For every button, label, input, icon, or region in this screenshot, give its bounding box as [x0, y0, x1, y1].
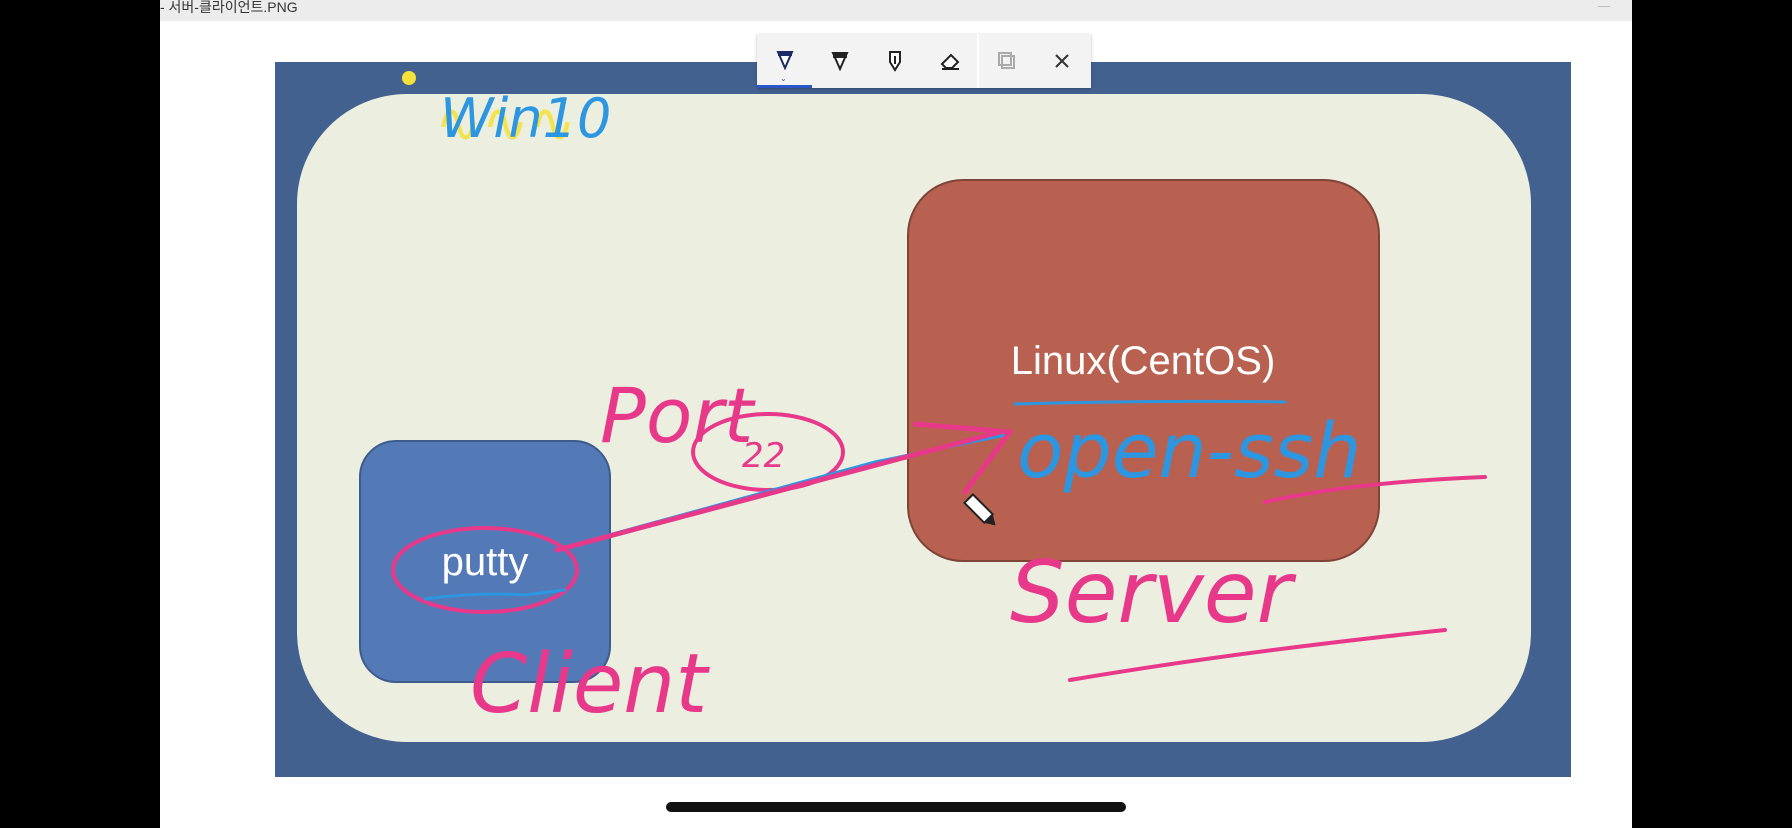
diagram-image: putty Linux(CentOS) ∿∿∿ Win10 Port 22 op…: [297, 71, 1531, 742]
client-box: [359, 440, 611, 683]
client-underline-stroke: [423, 588, 567, 601]
window-title: - 서버-클라이언트.PNG: [160, 0, 298, 15]
server-label: Linux(CentOS): [1011, 339, 1276, 383]
title-bar[interactable]: - 서버-클라이언트.PNG: [160, 0, 1632, 21]
openssh-underline-stroke: [1263, 475, 1487, 504]
crop-icon: [997, 52, 1015, 69]
linux-underline-stroke: [1013, 399, 1287, 406]
highlighter-tool[interactable]: [867, 34, 922, 88]
handwriting-port-number: 22: [742, 436, 785, 476]
pencil-tool[interactable]: [812, 34, 867, 88]
handwriting-port: Port: [600, 371, 757, 460]
client-circle-stroke: [391, 526, 579, 614]
chevron-down-icon: ⌄: [780, 74, 787, 83]
pink-arrow-stroke: [554, 421, 1013, 553]
handwriting-server: Server: [1010, 543, 1297, 643]
ballpoint-pen-icon: [775, 50, 794, 70]
client-label: putty: [442, 540, 529, 584]
server-underline-stroke: [1068, 628, 1447, 682]
server-box: [907, 179, 1380, 562]
pencil-cursor-icon: [963, 493, 996, 526]
minimize-button[interactable]: [1598, 6, 1610, 7]
eraser-tool[interactable]: [922, 34, 977, 88]
handwriting-openssh: open-ssh: [1017, 406, 1361, 495]
yellow-scribble: ∿∿∿: [435, 91, 576, 156]
ink-toolbar: ⌄: [757, 34, 1091, 88]
close-ink-button[interactable]: [1034, 34, 1089, 88]
close-icon: [1054, 54, 1069, 68]
laser-pointer-dot: [402, 71, 416, 85]
crop-tool[interactable]: [979, 34, 1034, 88]
photo-viewer-window: - 서버-클라이언트.PNG putty Linux(CentOS) ∿∿∿ W…: [160, 0, 1632, 828]
pencil-icon: [830, 52, 849, 71]
ballpoint-pen-tool[interactable]: ⌄: [757, 34, 812, 88]
toolbar-divider: [977, 34, 979, 88]
home-indicator[interactable]: [666, 802, 1126, 812]
highlighter-icon: [888, 51, 901, 72]
eraser-icon: [940, 53, 959, 70]
image-canvas[interactable]: putty Linux(CentOS) ∿∿∿ Win10 Port 22 op…: [275, 62, 1571, 777]
handwriting-client: Client: [470, 637, 710, 732]
handwriting-win10: Win10: [440, 87, 611, 150]
